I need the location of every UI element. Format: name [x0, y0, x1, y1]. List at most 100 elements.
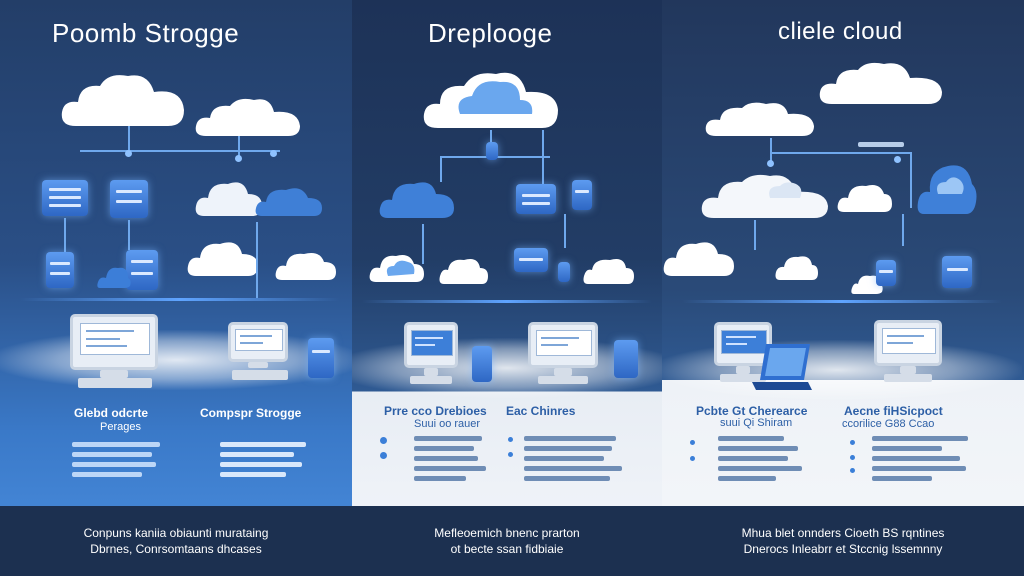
text-placeholder — [524, 476, 610, 481]
panel-caption: Dnerocs Inleabrr et Stccnig lssemnny — [743, 542, 943, 556]
monitor-icon — [874, 320, 944, 388]
panel-title: Dreplooge — [428, 18, 553, 48]
panel-caption: Mefleoemich bnenc prarton — [434, 526, 580, 540]
section-subheading: Suui oo rauer — [414, 418, 481, 430]
connector-line — [770, 138, 772, 164]
connector-line — [128, 126, 130, 156]
panel-caption: Dbrnes, Conrsomtaans dhcases — [90, 542, 262, 556]
server-icon — [514, 248, 548, 272]
section-heading: Aecne fiHSicpoct — [844, 404, 943, 418]
text-placeholder — [414, 456, 478, 461]
server-icon — [126, 250, 158, 290]
cloud-icon — [378, 178, 456, 220]
text-placeholder — [718, 476, 776, 481]
connector-line — [128, 220, 130, 250]
glow-line — [20, 298, 340, 301]
cloud-haze — [0, 330, 352, 390]
cloud-icon — [818, 60, 944, 106]
section-subheading: suui Qi Shiram — [720, 417, 793, 429]
text-placeholder — [718, 456, 788, 461]
server-icon — [942, 256, 972, 288]
panel-cloud-storage: cliele cloud — [662, 0, 1024, 576]
cloud-icon — [836, 182, 894, 214]
server-icon — [614, 340, 638, 378]
cloud-icon — [368, 252, 426, 284]
cloud-icon — [194, 96, 302, 138]
connector-node-icon — [894, 156, 901, 163]
connector-line — [542, 130, 544, 184]
panel-caption: Conpuns kaniia obiaunti murataing — [83, 526, 269, 540]
cloud-icon — [916, 160, 978, 216]
text-placeholder — [872, 446, 942, 451]
monitor-icon — [228, 322, 292, 382]
server-icon — [516, 184, 556, 214]
connector-line — [754, 220, 756, 250]
text-placeholder — [72, 462, 156, 467]
monitor-icon — [528, 322, 600, 388]
section-heading: Compspr Strogge — [200, 406, 302, 420]
server-icon — [486, 142, 498, 160]
text-placeholder — [220, 452, 294, 457]
panel-title: Poomb Strogge — [52, 18, 240, 48]
glow-line — [362, 300, 652, 303]
cloud-icon — [850, 274, 884, 296]
cloud-icon — [582, 256, 636, 286]
cloud-icon — [186, 238, 260, 278]
panel-caption: ot becte ssan fidbiaie — [450, 542, 564, 556]
text-placeholder — [72, 452, 152, 457]
text-placeholder — [220, 472, 286, 477]
connector-line — [902, 214, 904, 246]
text-placeholder — [414, 446, 474, 451]
connector-line — [64, 218, 66, 252]
cloud-icon — [274, 250, 338, 282]
section-heading: Prre cco Drebioes — [384, 404, 487, 418]
panel-public-storage: Poomb Strogge — [0, 0, 352, 576]
cloud-icon — [662, 238, 736, 278]
cloud-icon — [194, 176, 264, 218]
server-icon — [110, 180, 148, 218]
section-heading: Glebd odcrte — [74, 406, 149, 420]
connector-line — [772, 152, 912, 154]
cloud-icon — [96, 264, 132, 290]
server-icon — [46, 252, 74, 288]
connector-node-icon — [270, 150, 277, 157]
text-placeholder — [414, 436, 482, 441]
panel-drive-storage: Dreplooge — [352, 0, 662, 576]
connector-line — [256, 222, 258, 298]
caption-band: Conpuns kaniia obiaunti murataing Dbrnes… — [0, 506, 1024, 576]
server-icon — [472, 346, 492, 382]
text-placeholder — [524, 456, 604, 461]
server-icon — [308, 338, 334, 378]
text-placeholder — [858, 142, 904, 147]
cloud-haze — [352, 338, 662, 398]
cloud-icon — [700, 172, 830, 220]
text-placeholder — [872, 436, 968, 441]
section-heading: Eac Chinres — [506, 404, 576, 418]
connector-line — [910, 152, 912, 208]
section-subheading: ccorilice G88 Ccao — [842, 418, 935, 430]
text-placeholder — [872, 456, 960, 461]
monitor-icon — [714, 322, 774, 388]
text-placeholder — [872, 466, 966, 471]
glow-line — [682, 300, 1002, 303]
connector-line — [422, 224, 424, 264]
section-heading: Pcbte Gt Cherearce — [696, 404, 808, 418]
panel-title: cliele cloud — [778, 18, 903, 45]
text-placeholder — [524, 446, 612, 451]
text-placeholder — [718, 466, 802, 471]
cloud-icon — [774, 254, 820, 282]
text-placeholder — [718, 446, 798, 451]
connector-line — [238, 136, 240, 160]
cloud-icon — [438, 256, 490, 286]
server-icon — [572, 180, 592, 210]
connector-line — [80, 150, 280, 152]
cloud-icon — [704, 100, 816, 138]
laptop-icon — [752, 342, 814, 397]
connector-line — [564, 214, 566, 248]
text-placeholder — [220, 462, 302, 467]
text-placeholder — [524, 436, 616, 441]
connector-node-icon — [767, 160, 774, 167]
server-icon — [876, 260, 896, 286]
text-placeholder — [524, 466, 622, 471]
text-placeholder — [72, 472, 142, 477]
